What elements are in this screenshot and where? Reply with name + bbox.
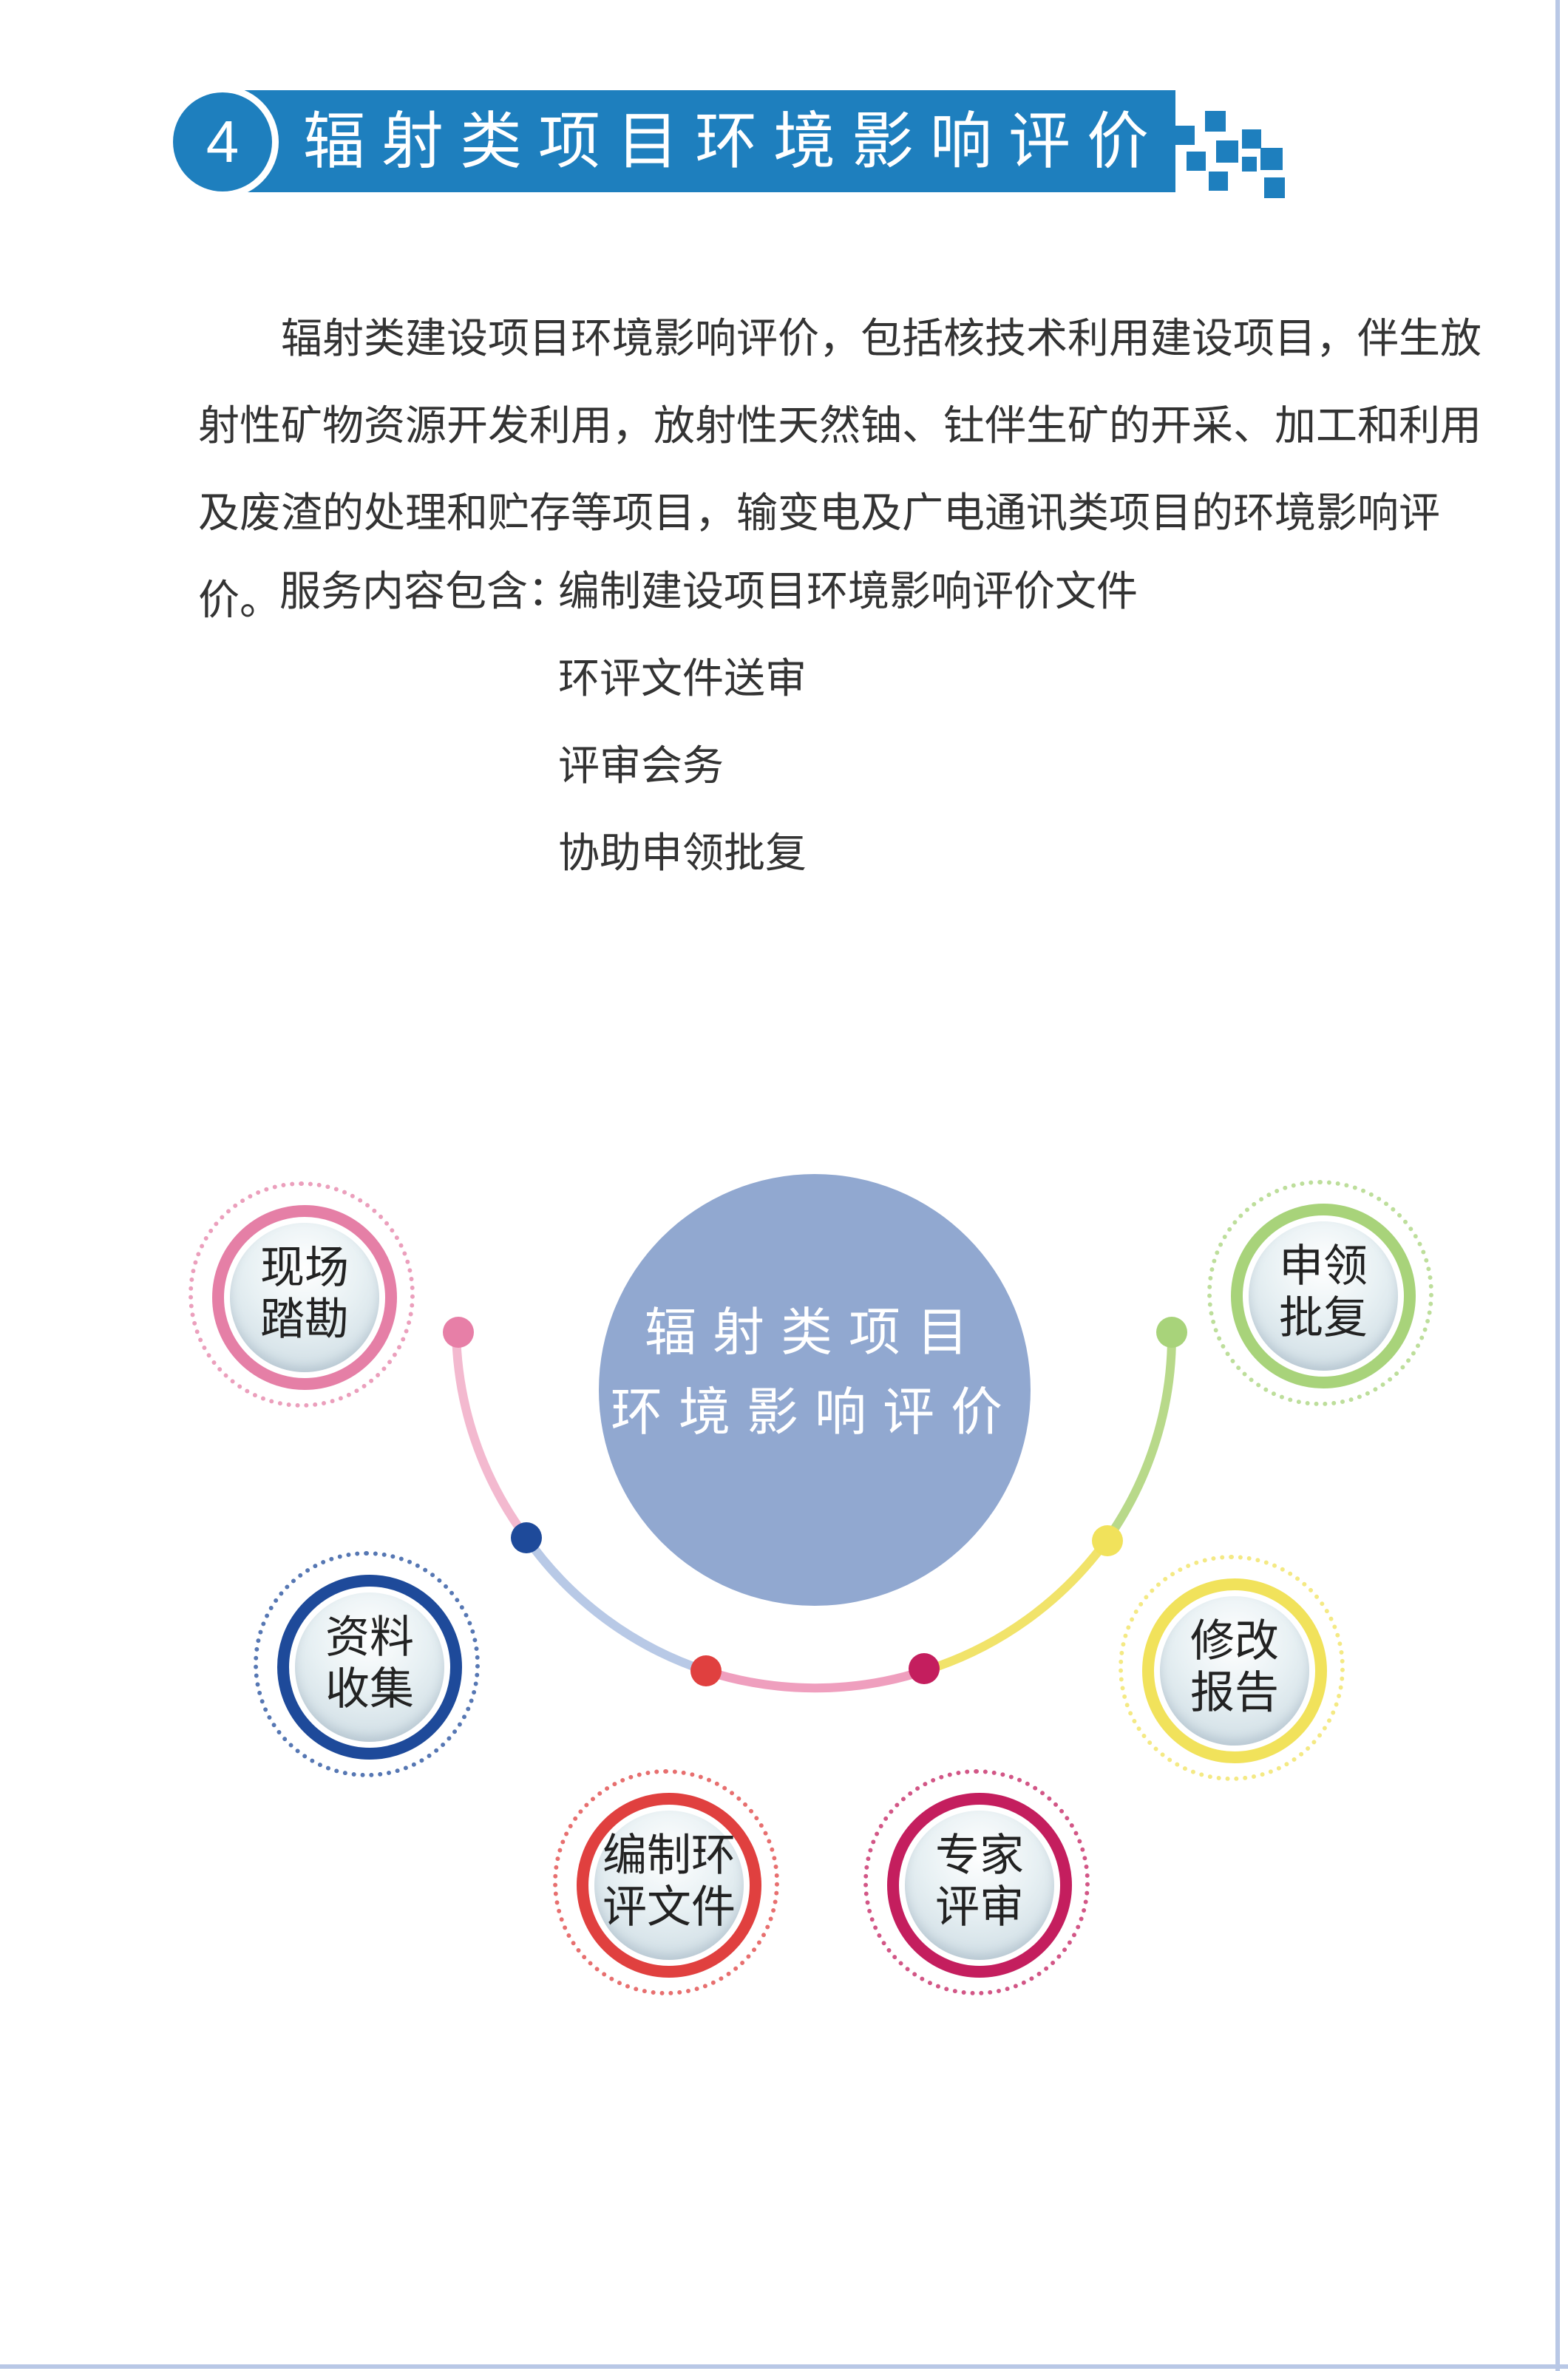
node-inner <box>1160 1596 1309 1746</box>
page-right-border <box>1555 0 1560 2371</box>
node-halo <box>1207 1180 1433 1406</box>
arc-segment-2 <box>522 1533 710 1675</box>
node-label: 现场 踏勘 <box>212 1242 397 1346</box>
node-label-line: 专家 <box>935 1830 1024 1882</box>
section-number-badge: 4 <box>173 92 272 191</box>
node-label-line: 评文件 <box>603 1882 736 1933</box>
step-node-revise-report: 修改 报告 <box>1119 1555 1345 1781</box>
node-label-line: 批复 <box>1279 1292 1368 1344</box>
arc-dot-4 <box>909 1653 940 1684</box>
arc-segment-5 <box>1103 1326 1177 1544</box>
arc-segment-1 <box>452 1326 531 1542</box>
node-label: 资料 收集 <box>277 1612 462 1715</box>
node-label-line: 资料 <box>325 1612 414 1663</box>
center-label: 辐射类项目 环境影响评价 <box>599 1292 1031 1452</box>
node-inner <box>905 1811 1054 1960</box>
service-item: 协助申领批复 <box>558 830 807 878</box>
node-halo <box>189 1181 415 1408</box>
node-halo <box>863 1769 1090 1995</box>
node-halo <box>1119 1555 1345 1781</box>
arc-dot-1 <box>443 1317 474 1348</box>
arc-dot-2 <box>511 1522 542 1553</box>
intro-text: 辐射类建设项目环境影响评价，包括核技术利用建设项目，伴生放射性矿物资源开发利用，… <box>198 315 1482 625</box>
services-list: 编制建设项目环境影响评价文件 环评文件送审 评审会务 协助申领批复 <box>558 549 1138 898</box>
node-label: 修改 报告 <box>1142 1615 1327 1719</box>
step-node-expert-review: 专家 评审 <box>863 1769 1090 1995</box>
arc-dot-6 <box>1156 1317 1187 1348</box>
process-arc <box>443 1317 1187 1693</box>
arc-dot-5 <box>1092 1525 1123 1556</box>
step-node-prepare-documents: 编制环 评文件 <box>553 1769 779 1995</box>
process-diagram: 辐射类项目 环境影响评价 现场 踏勘 资料 收集 编制环 评文件 <box>0 1109 1568 2070</box>
node-label-line: 评审 <box>935 1882 1024 1933</box>
center-circle <box>599 1174 1031 1606</box>
center-label-line: 辐射类项目 <box>645 1302 985 1363</box>
services-label: 服务内容包含： <box>279 568 569 616</box>
node-label-line: 修改 <box>1190 1615 1279 1667</box>
service-item: 评审会务 <box>558 742 724 790</box>
page-bottom-border <box>0 2364 1568 2369</box>
node-inner <box>230 1223 379 1372</box>
node-label-line: 收集 <box>325 1663 414 1715</box>
node-inner <box>594 1811 744 1960</box>
node-label-line: 踏勘 <box>260 1294 349 1346</box>
service-item: 编制建设项目环境影响评价文件 <box>558 568 1138 616</box>
node-label-line: 申领 <box>1279 1241 1368 1292</box>
arc-dot-3 <box>690 1655 722 1686</box>
section-banner <box>251 90 1175 192</box>
node-halo <box>553 1769 779 1995</box>
arc-segment-4 <box>920 1535 1112 1675</box>
step-node-apply-approval: 申领 批复 <box>1207 1180 1433 1406</box>
node-halo <box>254 1551 480 1777</box>
node-inner <box>295 1592 444 1742</box>
node-label-line: 报告 <box>1190 1667 1279 1719</box>
node-label-line: 编制环 <box>603 1830 736 1882</box>
node-label-line: 现场 <box>260 1242 349 1294</box>
service-item: 环评文件送审 <box>558 655 807 703</box>
node-label: 专家 评审 <box>887 1830 1072 1933</box>
section-title: 辐射类项目环境影响评价 <box>303 105 1166 177</box>
node-inner <box>1249 1221 1398 1371</box>
step-node-data-collection: 资料 收集 <box>254 1551 480 1777</box>
node-label: 编制环 评文件 <box>577 1830 761 1933</box>
intro-paragraph: 辐射类建设项目环境影响评价，包括核技术利用建设项目，伴生放射性矿物资源开发利用，… <box>198 296 1499 645</box>
center-label-line: 环境影响评价 <box>611 1382 1019 1442</box>
step-node-site-survey: 现场 踏勘 <box>189 1181 415 1408</box>
node-label: 申领 批复 <box>1231 1241 1416 1344</box>
arc-segment-3 <box>702 1666 929 1693</box>
